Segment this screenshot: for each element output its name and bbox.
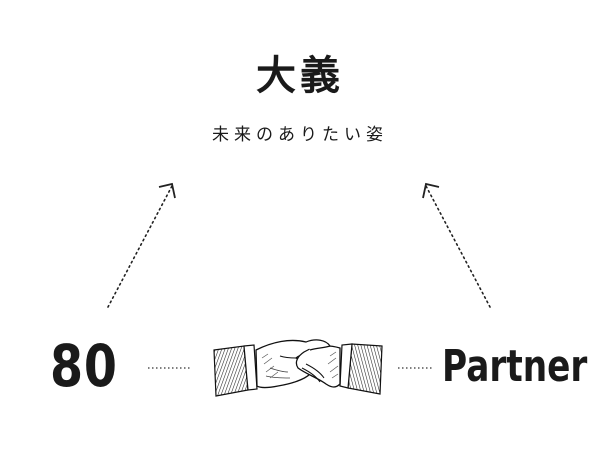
diagram-title: 大義 bbox=[256, 52, 344, 99]
left-arrow-line bbox=[107, 185, 173, 308]
handshake-icon bbox=[213, 339, 383, 397]
right-arrow-line bbox=[425, 185, 491, 308]
left-arrow-head bbox=[158, 182, 176, 199]
right-party-label: Partner bbox=[442, 341, 588, 392]
diagram-subtitle: 未来のありたい姿 bbox=[212, 125, 388, 145]
right-arrow-head bbox=[422, 182, 440, 199]
left-party-label: 80 bbox=[50, 332, 118, 400]
